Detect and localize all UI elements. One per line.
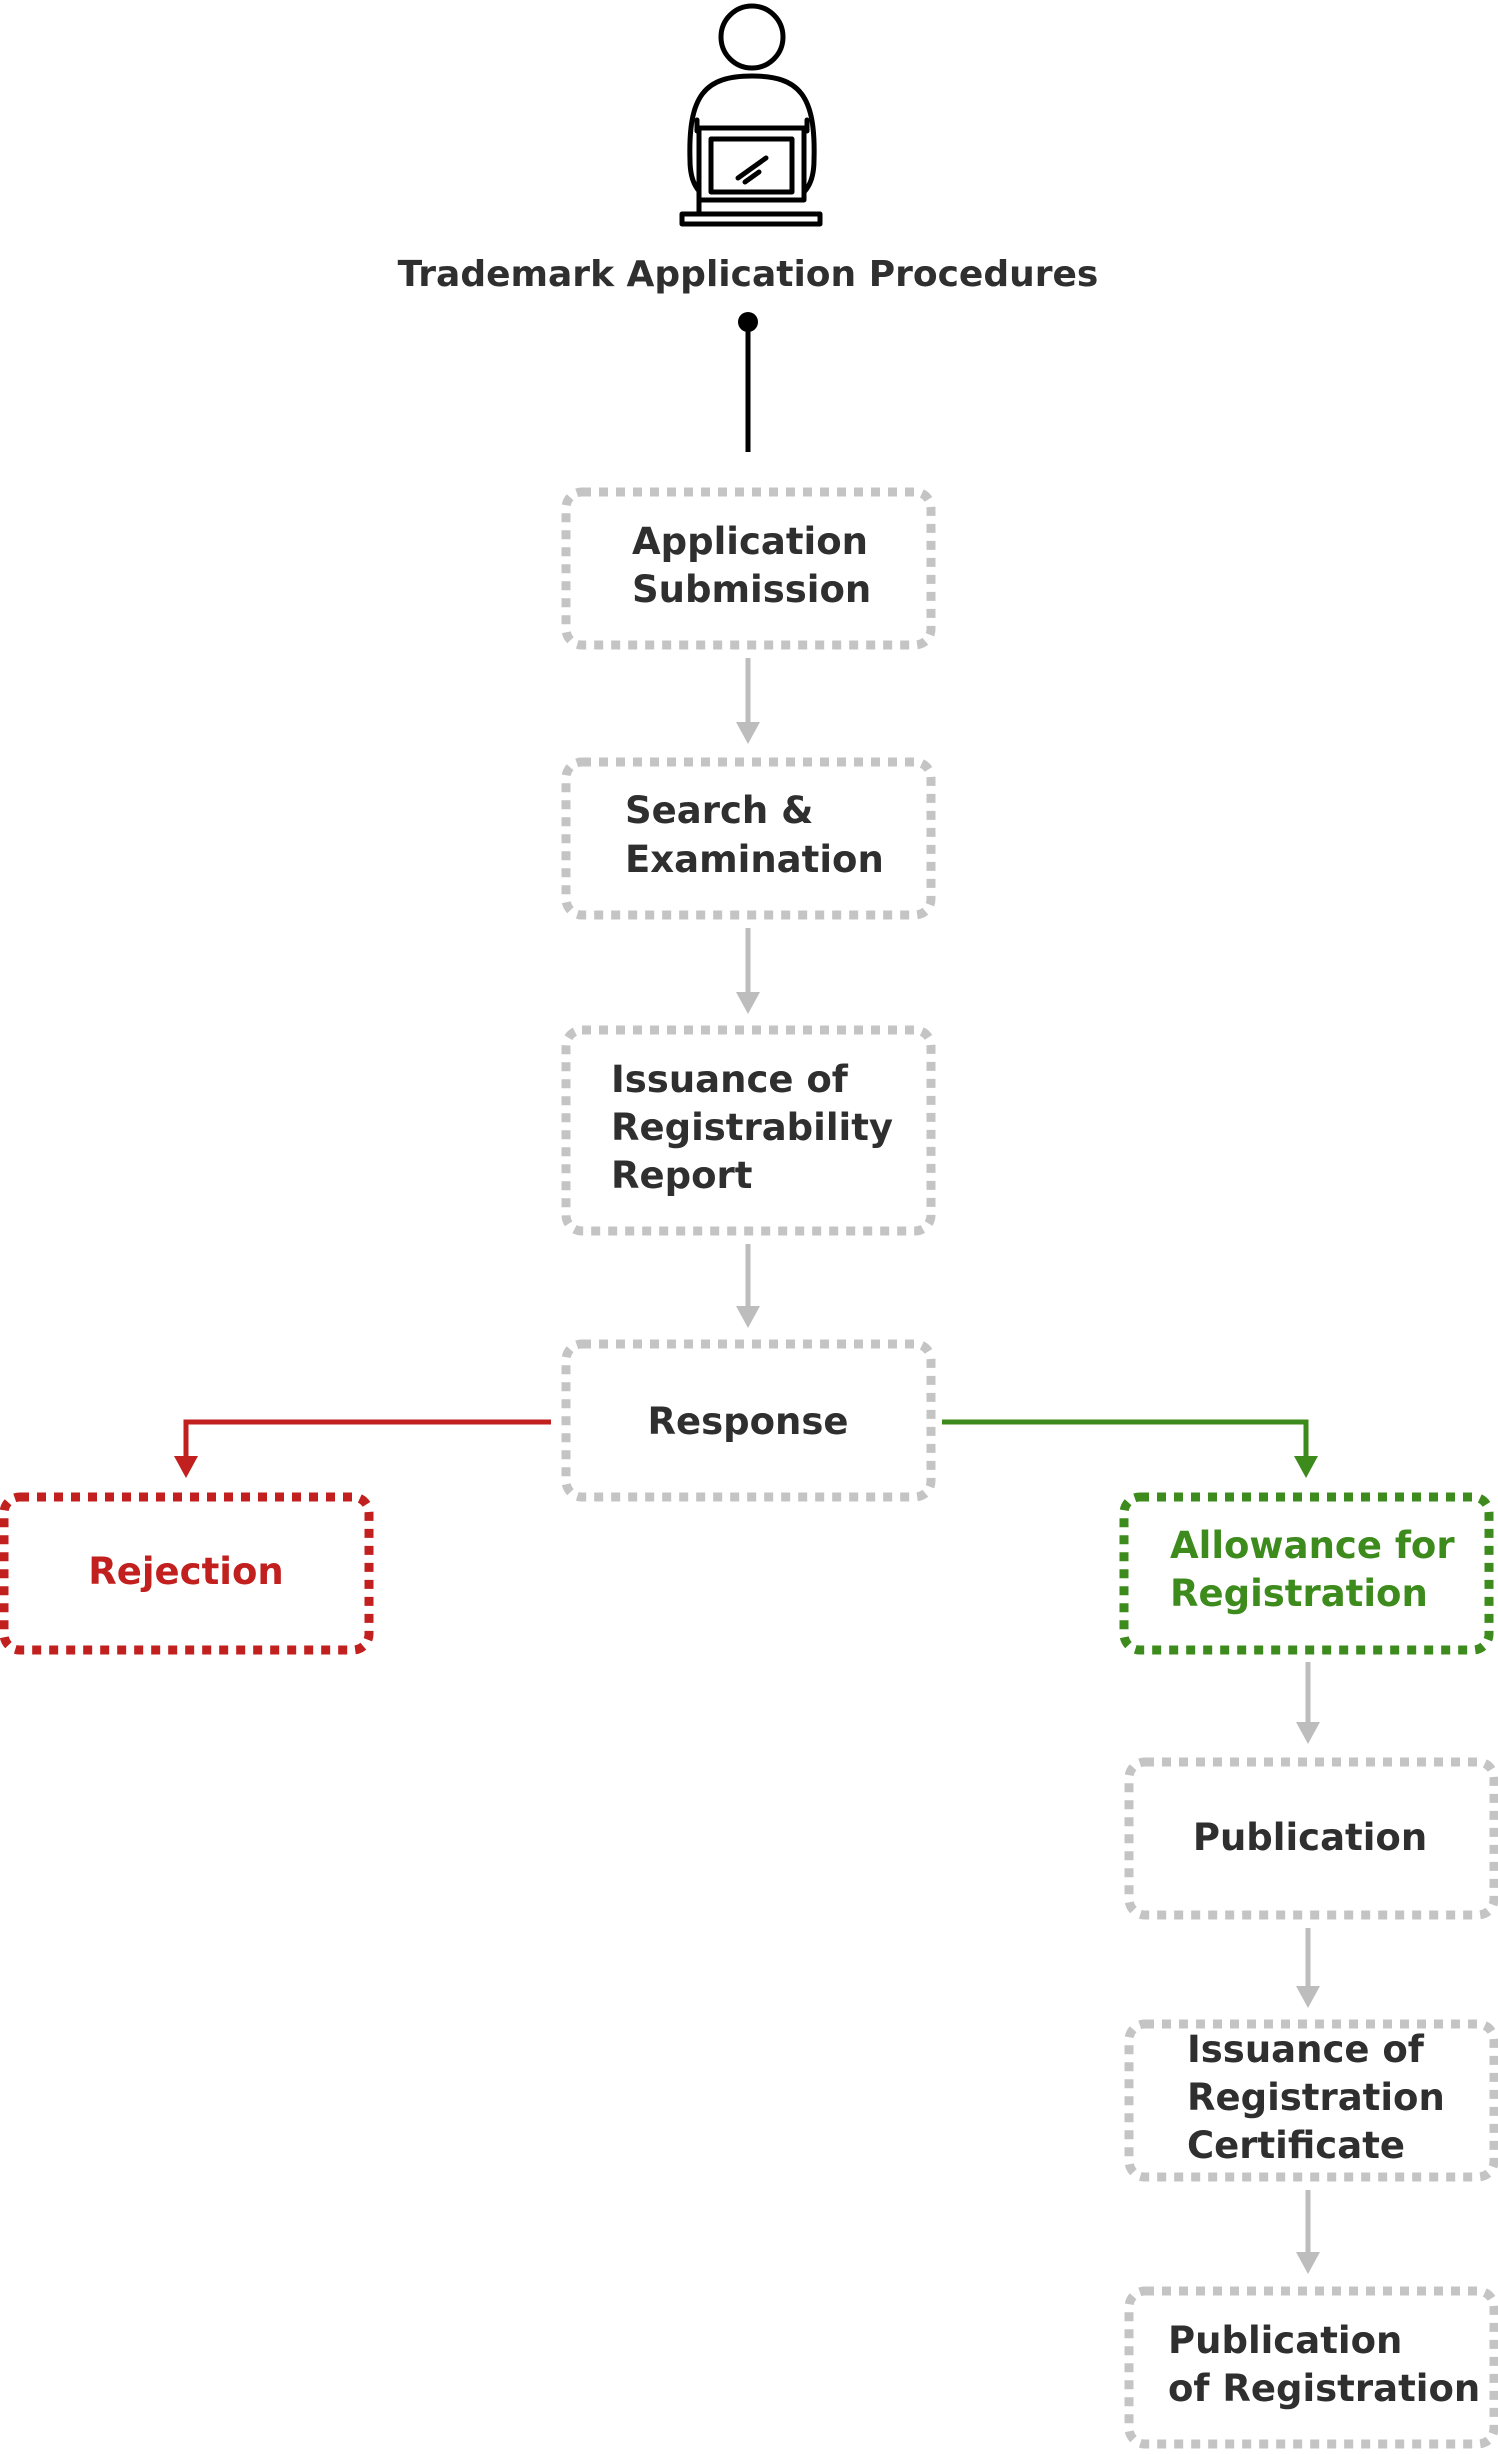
registration-certificate-label: Issuance of Registration Certificate: [1187, 2028, 1458, 2167]
flow-arrow-6: [1296, 2190, 1320, 2274]
response-line: Response: [648, 1400, 849, 1443]
rejection-label: Rejection: [88, 1550, 283, 1593]
response-label: Response: [648, 1400, 849, 1443]
publication-label: Publication: [1193, 1816, 1427, 1859]
allowance-line: Registration: [1170, 1572, 1428, 1615]
allowance-branch-arrow: [942, 1419, 1318, 1478]
publication-box: [1124, 1757, 1498, 1920]
search-examination-line: Search &: [625, 789, 813, 832]
publication-of-registration-line: Publication: [1168, 2319, 1402, 2362]
flow-arrow-1: [736, 658, 760, 744]
publication-of-registration-line: of Registration: [1168, 2367, 1480, 2410]
response-box: [561, 1339, 936, 1502]
application-submission-line: Submission: [632, 568, 871, 611]
title-connector: [738, 312, 758, 452]
application-submission-box: [561, 487, 936, 650]
registration-certificate-line: Issuance of: [1187, 2028, 1425, 2071]
registrability-report-line: Registrability: [611, 1106, 893, 1149]
allowance-line: Allowance for: [1170, 1524, 1455, 1567]
registration-certificate-line: Registration: [1187, 2076, 1445, 2119]
registration-certificate-line: Certificate: [1187, 2124, 1405, 2167]
registrability-report-box: [561, 1025, 936, 1236]
rejection-branch-arrow: [174, 1419, 551, 1478]
rejection-line: Rejection: [88, 1550, 283, 1593]
application-submission-line: Application: [632, 520, 868, 563]
search-examination-box: [561, 757, 936, 920]
application-submission-label: Application Submission: [632, 520, 881, 611]
flow-arrow-3: [736, 1244, 760, 1328]
diagram-title: Trademark Application Procedures: [398, 254, 1099, 295]
registrability-report-line: Report: [611, 1154, 752, 1197]
flow-arrow-5: [1296, 1928, 1320, 2008]
search-examination-line: Examination: [625, 838, 884, 881]
flow-arrow-2: [736, 928, 760, 1014]
registrability-report-line: Issuance of: [611, 1058, 849, 1101]
registration-certificate-box: [1124, 2019, 1498, 2182]
registrability-report-label: Issuance of Registrability Report: [611, 1058, 906, 1197]
rejection-box: [0, 1492, 374, 1655]
publication-line: Publication: [1193, 1816, 1427, 1859]
search-examination-label: Search & Examination: [625, 789, 884, 881]
person-with-laptop-icon: [679, 3, 823, 227]
publication-of-registration-label: Publication of Registration: [1168, 2319, 1480, 2410]
publication-of-registration-box: [1124, 2286, 1498, 2449]
flow-arrow-4: [1296, 1662, 1320, 1744]
allowance-label: Allowance for Registration: [1170, 1524, 1467, 1615]
allowance-box: [1119, 1492, 1494, 1655]
